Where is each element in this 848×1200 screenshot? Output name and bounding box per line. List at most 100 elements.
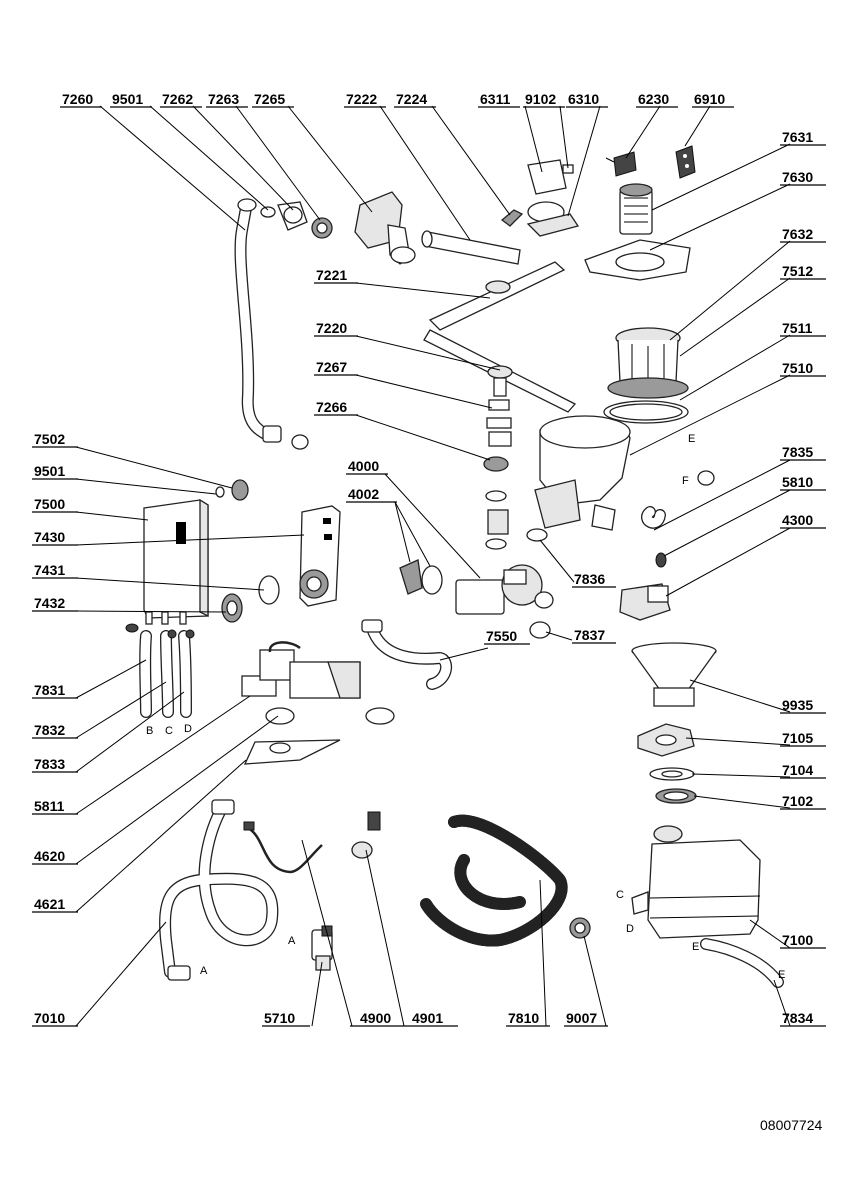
svg-text:7263: 7263 <box>208 91 239 107</box>
label-7260: 7260 <box>60 91 102 108</box>
part-6910-switch <box>675 145 696 179</box>
connection-letters: B C D E F A A C D E E <box>146 433 785 981</box>
part-4900-cable <box>243 821 323 874</box>
label-6910: 6910 <box>692 91 734 108</box>
svg-text:4002: 4002 <box>348 486 379 502</box>
svg-text:7260: 7260 <box>62 91 93 107</box>
label-7512: 7512 <box>780 263 826 280</box>
label-7632: 7632 <box>780 226 826 243</box>
label-9007: 9007 <box>564 1010 608 1027</box>
svg-text:9102: 9102 <box>525 91 556 107</box>
svg-text:7224: 7224 <box>396 91 427 107</box>
svg-text:5810: 5810 <box>782 474 813 490</box>
part-7831-7833-connecting-hoses <box>125 623 195 718</box>
part-7512-fine-filter <box>607 327 689 399</box>
svg-text:4000: 4000 <box>348 458 379 474</box>
label-7262: 7262 <box>160 91 202 108</box>
label-7510: 7510 <box>780 360 826 377</box>
part-6311-air-break <box>526 159 580 237</box>
label-7432: 7432 <box>32 595 78 612</box>
letter-C: C <box>165 725 173 737</box>
svg-text:7502: 7502 <box>34 431 65 447</box>
svg-text:9501: 9501 <box>112 91 143 107</box>
part-7267-bearing-stack <box>483 399 512 550</box>
svg-text:7221: 7221 <box>316 267 347 283</box>
label-6311: 6311 <box>478 91 520 108</box>
letter-A-hose: A <box>200 965 208 977</box>
svg-text:7010: 7010 <box>34 1010 65 1026</box>
svg-text:9935: 9935 <box>782 697 813 713</box>
svg-text:7630: 7630 <box>782 169 813 185</box>
svg-text:7511: 7511 <box>782 320 813 336</box>
label-4621: 4621 <box>32 896 78 913</box>
letter-E-hose: E <box>778 969 785 981</box>
svg-text:4900: 4900 <box>360 1010 391 1026</box>
label-7220: 7220 <box>314 320 358 337</box>
label-7833: 7833 <box>32 756 78 773</box>
label-7105: 7105 <box>780 730 826 747</box>
label-7431: 7431 <box>32 562 78 579</box>
svg-text:7834: 7834 <box>782 1010 813 1026</box>
part-7432-gasket <box>221 593 243 623</box>
label-9102: 9102 <box>523 91 565 108</box>
label-7430: 7430 <box>32 529 78 546</box>
label-7631: 7631 <box>780 129 826 146</box>
label-7511: 7511 <box>780 320 826 337</box>
label-9935: 9935 <box>780 697 826 714</box>
svg-text:7222: 7222 <box>346 91 377 107</box>
part-5710-inlet-valve <box>311 925 333 971</box>
part-7260-drain-hose <box>234 198 309 450</box>
letter-F: F <box>682 475 689 487</box>
part-6230-sensor <box>605 151 637 177</box>
label-4002: 4002 <box>346 486 397 503</box>
svg-text:4621: 4621 <box>34 896 65 912</box>
letter-E-salt: E <box>692 941 699 953</box>
part-9935-funnel <box>631 642 717 707</box>
part-5810-sensor <box>655 552 667 568</box>
part-4620-clamp <box>265 707 395 725</box>
label-5810: 5810 <box>780 474 826 491</box>
svg-text:7550: 7550 <box>486 628 517 644</box>
label-7224: 7224 <box>394 91 436 108</box>
part-7262-elbow <box>260 201 333 239</box>
label-4900: 4900 <box>350 1010 404 1027</box>
svg-text:6230: 6230 <box>638 91 669 107</box>
svg-text:7810: 7810 <box>508 1010 539 1026</box>
svg-text:7102: 7102 <box>782 793 813 809</box>
svg-text:5811: 5811 <box>34 798 65 814</box>
part-7834-hose <box>700 938 784 988</box>
label-7810: 7810 <box>506 1010 550 1027</box>
label-5811: 5811 <box>32 798 78 815</box>
part-number-labels: 7260 9501 7262 7263 7265 7222 7224 6311 … <box>32 91 826 1027</box>
label-7502: 7502 <box>32 431 78 448</box>
part-7837-coupling <box>529 621 551 639</box>
label-4300: 4300 <box>780 512 826 529</box>
label-7104: 7104 <box>780 762 826 779</box>
part-7511-sump-ring <box>603 400 689 424</box>
part-7221-upper-spray-arm <box>428 261 566 331</box>
part-9007-grommet <box>569 917 591 939</box>
part-4002-pump-seal <box>399 559 443 595</box>
part-7836-clip <box>526 528 548 542</box>
label-7267: 7267 <box>314 359 358 376</box>
label-7263: 7263 <box>206 91 248 108</box>
svg-text:7105: 7105 <box>782 730 813 746</box>
svg-text:4620: 4620 <box>34 848 65 864</box>
svg-text:7836: 7836 <box>574 571 605 587</box>
label-7550: 7550 <box>484 628 530 645</box>
label-7221: 7221 <box>314 267 358 284</box>
part-7222-spray-tube <box>421 230 521 265</box>
part-7630-filter-plate <box>584 239 691 281</box>
part-4621-bracket <box>243 739 341 765</box>
part-7100-salt-container <box>631 825 761 939</box>
label-4000: 4000 <box>346 458 388 475</box>
part-7010-inlet-hose <box>159 799 279 981</box>
label-9501-top: 9501 <box>110 91 152 108</box>
label-6230: 6230 <box>636 91 678 108</box>
svg-text:7631: 7631 <box>782 129 813 145</box>
part-7510-sump <box>534 415 631 531</box>
label-7100: 7100 <box>780 932 826 949</box>
svg-text:6310: 6310 <box>568 91 599 107</box>
part-7550-drain-hose <box>361 619 453 690</box>
